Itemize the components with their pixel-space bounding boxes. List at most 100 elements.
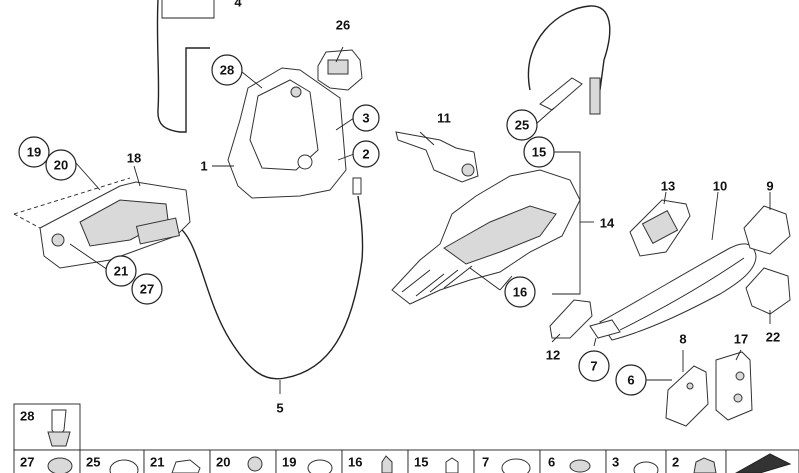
seal-12 <box>549 299 593 339</box>
legend-21-label: 21 <box>150 455 164 470</box>
bracket-17-hole-b <box>733 393 743 403</box>
callout-15: 15 <box>523 136 555 168</box>
legend-16-part <box>381 455 393 473</box>
legend-7-label: 7 <box>482 455 489 470</box>
callout-8-label: 8 <box>679 332 686 347</box>
callout-18: 18 <box>127 151 141 166</box>
callout-3-label: 3 <box>362 111 369 126</box>
legend-cell-21: 21 <box>143 449 211 473</box>
legend-cell-19: 19 <box>275 449 343 473</box>
callout-12-label: 12 <box>546 348 560 363</box>
callout-19: 19 <box>18 136 50 168</box>
callout-4: 4 <box>234 0 242 10</box>
legend-wedge-icon <box>734 453 792 473</box>
callout-10-label: 10 <box>713 179 727 194</box>
callout-16: 16 <box>504 276 536 308</box>
legend-cell-25: 25 <box>79 449 145 473</box>
legend-15-label: 15 <box>414 455 428 470</box>
callout-17: 17 <box>734 332 748 347</box>
callout-1-label: 1 <box>200 159 207 174</box>
legend-cell-27: 27 <box>13 449 81 473</box>
bracket-8 <box>665 365 709 427</box>
callout-7: 7 <box>578 350 610 382</box>
callout-6: 6 <box>615 364 647 396</box>
cap-9 <box>743 205 791 255</box>
legend-25-label: 25 <box>86 455 100 470</box>
callout-11: 11 <box>437 111 451 126</box>
callout-26: 26 <box>336 18 350 33</box>
callout-17-label: 17 <box>734 332 748 347</box>
callout-9-label: 9 <box>766 179 773 194</box>
connector-11-head <box>461 163 475 177</box>
handle-grommet <box>589 319 621 339</box>
handle-clip <box>135 217 181 245</box>
callout-5-label: 5 <box>276 401 283 416</box>
legend-15-part <box>445 457 459 473</box>
outside-handle-highlight <box>619 257 745 331</box>
callout-25-label: 25 <box>515 118 529 133</box>
legend-cell-15: 15 <box>407 449 475 473</box>
cable-25-sleeve <box>589 77 601 115</box>
callout-2-label: 2 <box>362 147 369 162</box>
callout-20: 20 <box>45 149 77 181</box>
bracket-17-hole-a <box>735 371 745 381</box>
legend-cell-3: 3 <box>605 449 667 473</box>
callout-8: 8 <box>679 332 686 347</box>
legend-cell-16: 16 <box>341 449 409 473</box>
handle-cap-21 <box>51 233 65 247</box>
callout-21-label: 21 <box>114 264 128 279</box>
cable-4 <box>156 0 210 133</box>
callout-27-label: 27 <box>140 282 154 297</box>
legend-cell-2: 2 <box>665 449 727 473</box>
legend-19-label: 19 <box>282 455 296 470</box>
callout-22-label: 22 <box>766 330 780 345</box>
cable-4-leader <box>161 0 215 19</box>
legend-6-part <box>569 459 591 473</box>
callout-4-label: 4 <box>234 0 242 10</box>
callout-12: 12 <box>546 348 560 363</box>
legend-3-part <box>633 461 659 473</box>
callout-27: 27 <box>131 273 163 305</box>
callout-3: 3 <box>352 104 380 132</box>
connector-11 <box>395 131 479 183</box>
legend-7-part <box>501 458 531 473</box>
callout-26-label: 26 <box>336 18 350 33</box>
legend-16-label: 16 <box>348 455 362 470</box>
legend-cell-6: 6 <box>539 449 607 473</box>
legend-19-part <box>307 459 333 473</box>
legend-20-part <box>247 456 263 472</box>
callout-7-label: 7 <box>590 359 597 374</box>
legend-cell-blank <box>725 449 799 473</box>
callout-9: 9 <box>766 179 773 194</box>
carrier-14-inner <box>443 205 557 265</box>
legend-cell-20: 20 <box>209 449 277 473</box>
callout-6-label: 6 <box>627 373 634 388</box>
legend-strip: 28 27 25 21 20 19 <box>13 403 799 473</box>
legend-27-label: 27 <box>20 455 34 470</box>
plug-26-slot <box>327 59 349 75</box>
callout-13: 13 <box>661 179 675 194</box>
bracket-17 <box>715 351 753 421</box>
callout-5: 5 <box>276 401 283 416</box>
bowden-cable-5 <box>179 195 364 380</box>
carrier-14-ribs <box>401 265 473 297</box>
callout-10: 10 <box>713 179 727 194</box>
callout-2: 2 <box>352 140 380 168</box>
leader-lines <box>69 46 771 394</box>
part-drawings <box>13 0 791 427</box>
callouts: 28 26 3 2 1 4 19 20 18 <box>18 0 780 416</box>
bracket-8-hole <box>686 382 694 390</box>
legend-cell-7: 7 <box>473 449 541 473</box>
legend-27-part <box>47 457 73 473</box>
cable-end <box>352 177 362 195</box>
callout-25: 25 <box>506 109 538 141</box>
legend-28-clip-base <box>47 431 71 447</box>
callout-22: 22 <box>766 330 780 345</box>
legend-3-label: 3 <box>612 455 619 470</box>
callout-1: 1 <box>200 159 207 174</box>
callout-11-label: 11 <box>437 111 451 126</box>
callout-16-label: 16 <box>513 285 527 300</box>
callout-14-label: 14 <box>600 216 615 231</box>
callout-21: 21 <box>105 255 137 287</box>
